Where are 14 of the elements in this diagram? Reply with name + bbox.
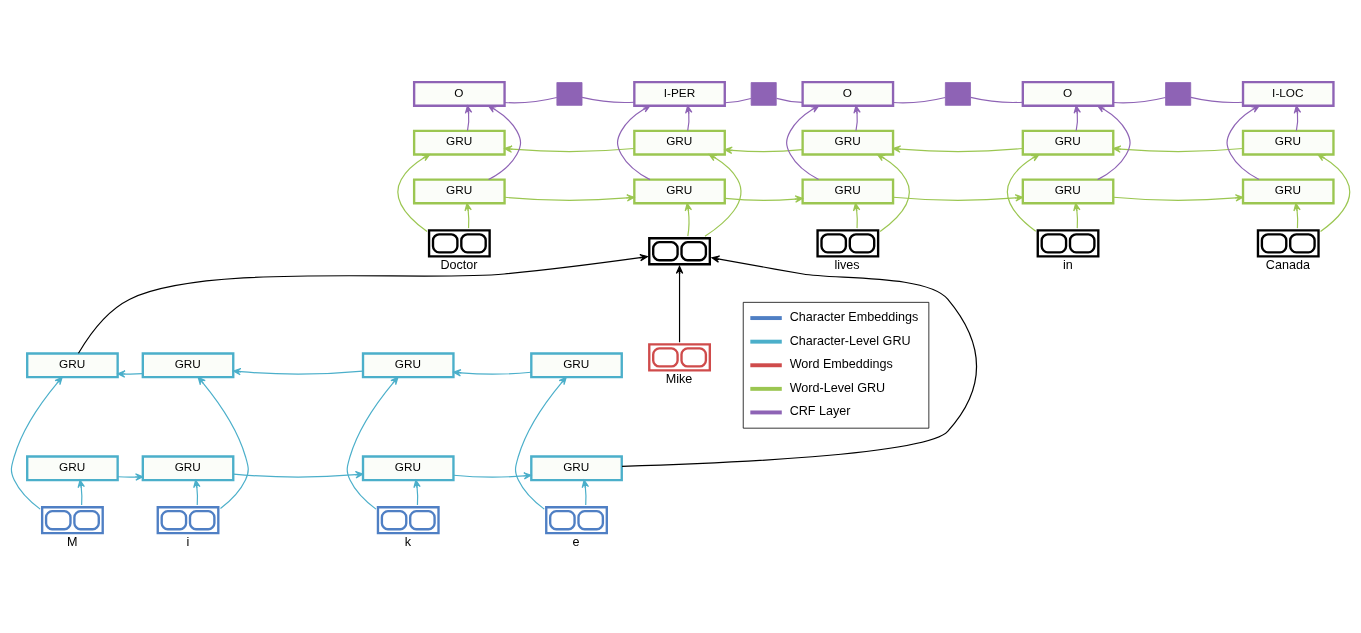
legend-label: Word-Level GRU	[789, 380, 886, 395]
node-label: Mike	[665, 372, 693, 387]
node-label: M	[66, 534, 78, 549]
legend-label: Character-Level GRU	[789, 333, 911, 348]
legend-label: Character Embeddings	[789, 310, 919, 325]
node-label: i	[186, 534, 190, 549]
node-label: Doctor	[440, 258, 478, 273]
node-label: in	[1062, 258, 1073, 273]
node-label: Canada	[1265, 258, 1310, 273]
legend-label: CRF Layer	[789, 404, 851, 419]
node-label: e	[572, 534, 580, 549]
legend-label: Word Embeddings	[789, 357, 893, 372]
node-label: k	[404, 534, 411, 549]
node-label: lives	[834, 258, 860, 273]
